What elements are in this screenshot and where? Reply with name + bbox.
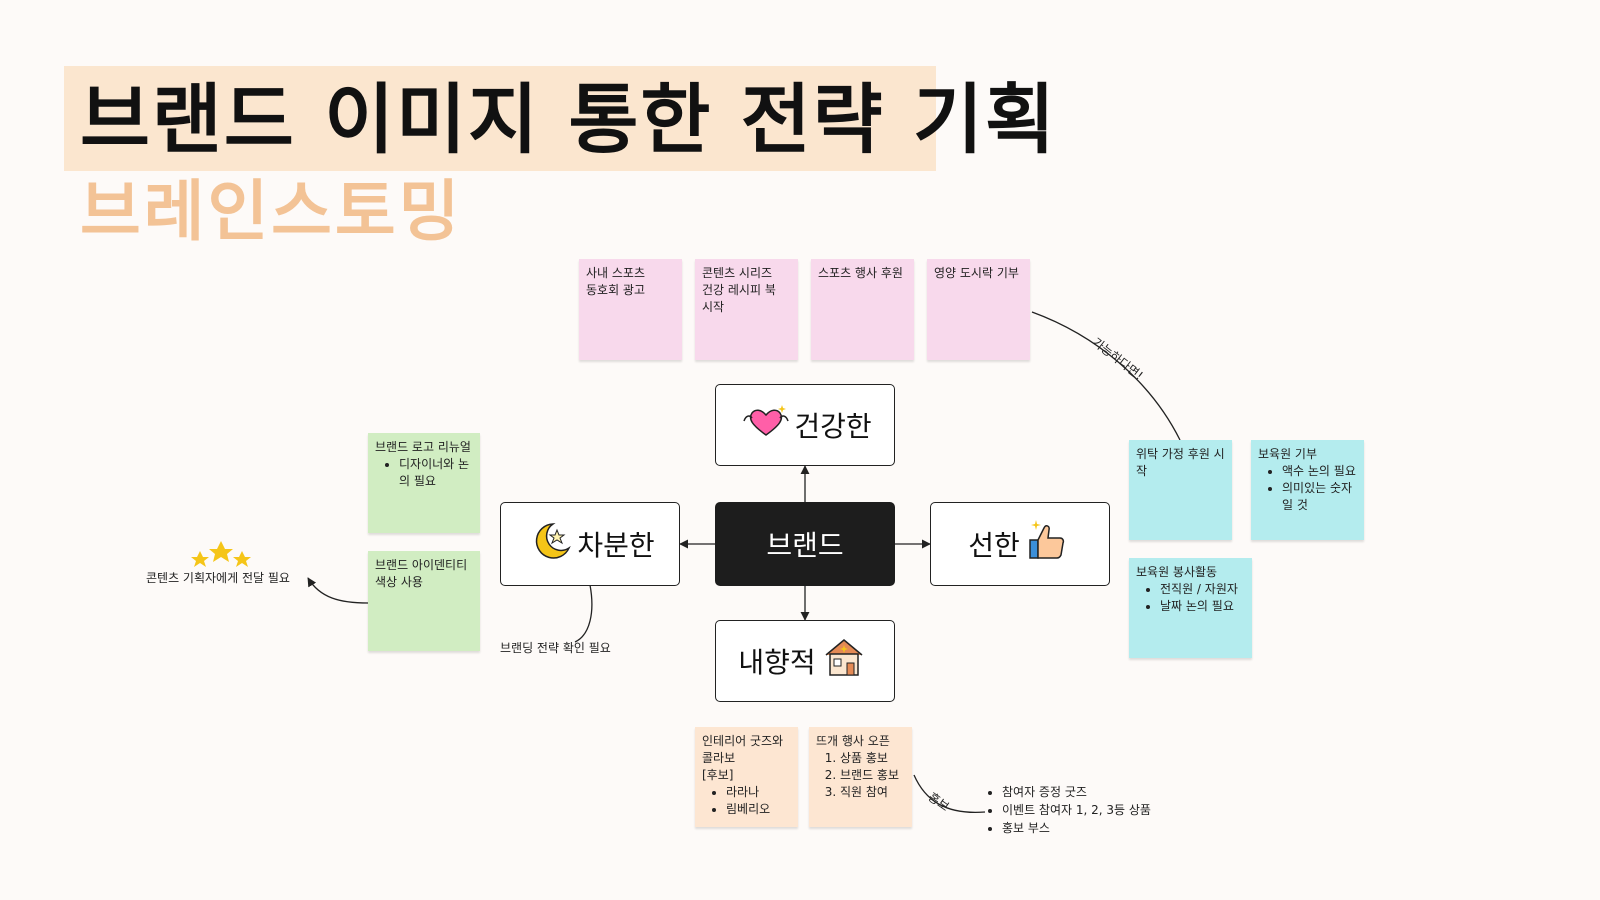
note-line: 사내 스포츠 [586,266,646,280]
cyan-note-3[interactable]: 보육원 봉사활동 전직원 / 자원자 날짜 논의 필요 [1129,558,1252,658]
peach-note-2[interactable]: 뜨개 행사 오픈 상품 홍보 브랜드 홍보 직원 참여 [809,727,912,827]
promo-list: 참여자 증정 굿즈 이벤트 참여자 1, 2, 3등 상품 홍보 부스 [988,783,1151,837]
note-line: 스포츠 행사 후원 [818,266,903,280]
note-line: 동호회 광고 [586,283,646,297]
note-line: 영양 도시락 기부 [934,266,1019,280]
note-line: 콘텐츠 시리즈 [702,266,773,280]
page-title: 브랜드 이미지 통한 전략 기획 [80,75,1057,164]
note-numbered: 직원 참여 [840,784,905,801]
stars-annotation: 콘텐츠 기획자에게 전달 필요 [146,571,290,585]
list-item: 참여자 증정 굿즈 [1002,783,1151,801]
note-bullet: 날짜 논의 필요 [1160,598,1245,615]
title-band [64,66,936,171]
note-bullet: 림베리오 [726,801,791,818]
thumbs-up-icon [1024,518,1068,571]
house-icon [820,635,868,688]
node-top-label: 건강한 [794,410,872,443]
curve-left-to-text [574,584,593,643]
note-line: [후보] [702,768,734,782]
note-numbered: 브랜드 홍보 [840,767,905,784]
node-left[interactable]: 차분한 [500,502,680,586]
pink-note-3[interactable]: 스포츠 행사 후원 [811,259,914,360]
node-top[interactable]: 건강한 [715,384,895,466]
note-line: 건강 레시피 북 [702,283,776,297]
green-note-2[interactable]: 브랜드 아이덴티티 색상 사용 [368,551,480,651]
note-title: 위탁 가정 후원 시작 [1136,447,1225,478]
note-line: 시작 [702,300,725,314]
node-bottom[interactable]: 내향적 [715,620,895,702]
pink-note-4[interactable]: 영양 도시락 기부 [927,259,1030,360]
page-subtitle: 브레인스토밍 [80,173,463,250]
center-label: 브랜드 [766,529,844,562]
curve-peach-to-list [913,774,986,814]
star-icon [191,551,209,567]
heart-muscle-icon [742,403,790,448]
pink-note-1[interactable]: 사내 스포츠 동호회 광고 [579,259,682,360]
green-note-1[interactable]: 브랜드 로고 리뉴얼 디자이너와 논의 필요 [368,433,480,533]
note-bullet: 전직원 / 자원자 [1160,581,1245,598]
star-icon [209,541,233,562]
branding-annotation: 브랜딩 전략 확인 필요 [500,641,611,655]
note-line: 인테리어 굿즈와 [702,734,784,748]
note-line: 콜라보 [702,751,736,765]
note-line: 뜨개 행사 오픈 [816,734,890,748]
note-title: 보육원 봉사활동 [1136,565,1218,579]
cyan-note-1[interactable]: 위탁 가정 후원 시작 [1129,440,1232,540]
note-bullet: 의미있는 숫자일 것 [1282,480,1357,514]
note-numbered: 상품 홍보 [840,750,905,767]
curve-green-to-stars [307,577,369,604]
list-item: 이벤트 참여자 1, 2, 3등 상품 [1002,801,1151,819]
center-node[interactable]: 브랜드 [715,502,895,586]
node-bottom-label: 내향적 [738,646,816,679]
cyan-note-2[interactable]: 보육원 기부 액수 논의 필요 의미있는 숫자일 것 [1251,440,1364,540]
node-right[interactable]: 선한 [930,502,1110,586]
note-title: 브랜드 로고 리뉴얼 [375,440,471,454]
curve-pink-to-cyan [1031,311,1181,441]
note-title: 브랜드 아이덴티티 색상 사용 [375,558,468,589]
peach-note-1[interactable]: 인테리어 굿즈와 콜라보 [후보] 라라나 림베리오 [695,727,798,827]
pink-note-2[interactable]: 콘텐츠 시리즈 건강 레시피 북 시작 [695,259,798,360]
note-bullet: 액수 논의 필요 [1282,463,1357,480]
note-bullet: 라라나 [726,784,791,801]
note-title: 보육원 기부 [1258,447,1318,461]
moon-star-icon [529,518,573,571]
star-icon [233,551,251,567]
list-item: 홍보 부스 [1002,819,1151,837]
node-left-label: 차분한 [577,529,655,562]
node-right-label: 선한 [968,529,1020,562]
note-bullet: 디자이너와 논의 필요 [399,456,473,490]
